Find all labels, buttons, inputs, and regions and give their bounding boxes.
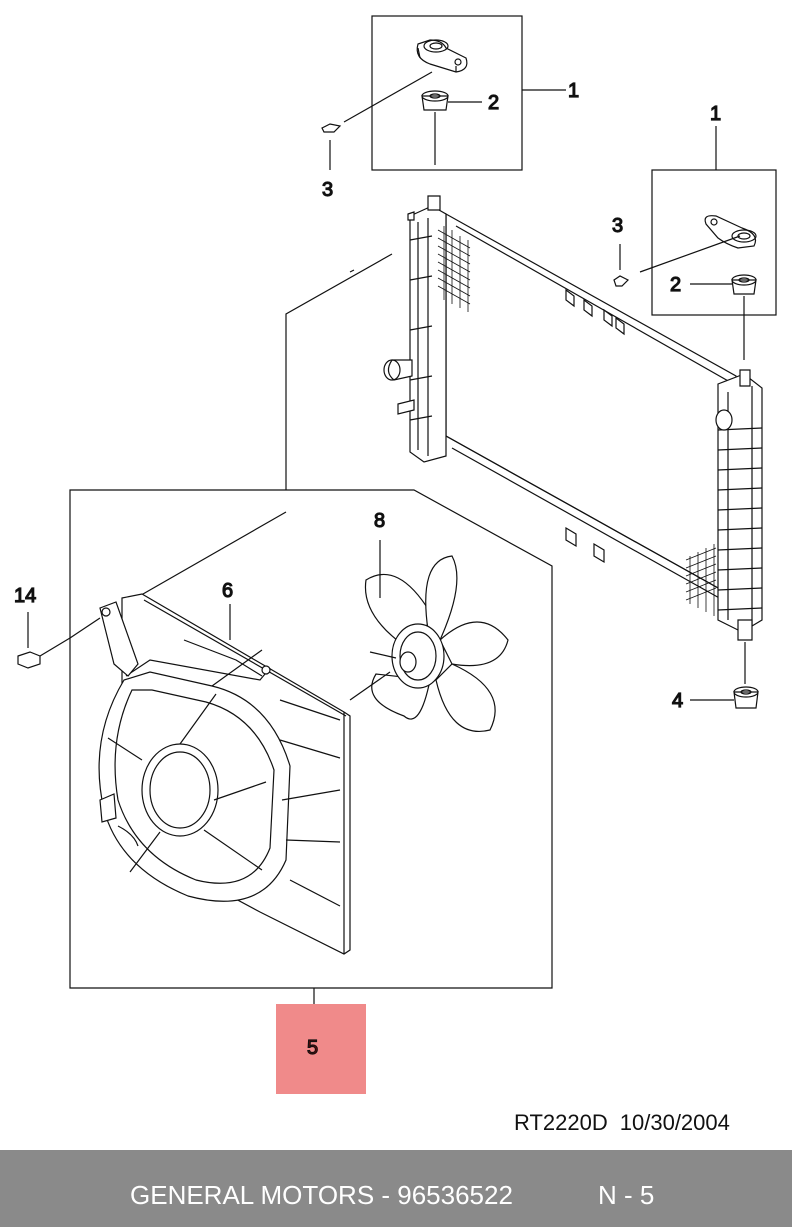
right-bolt-leader bbox=[639, 235, 741, 273]
footer-page-number: N - 5 bbox=[598, 1180, 655, 1210]
callout-top-bracket: 1 bbox=[568, 80, 579, 102]
fan-motor-leader bbox=[349, 671, 391, 701]
shroud bbox=[98, 593, 351, 955]
callout-right-insulator: 2 bbox=[670, 274, 681, 296]
callout-right-bracket: 1 bbox=[710, 103, 721, 125]
callout-right-bolt: 3 bbox=[612, 215, 623, 237]
top-bolt-leader bbox=[343, 71, 433, 123]
fan-assembly-frame bbox=[69, 253, 553, 1004]
footer-brand-part-number: GENERAL MOTORS - 96536522 bbox=[130, 1180, 513, 1210]
callout-fan-assembly[interactable]: 5 bbox=[306, 1036, 318, 1059]
radiator bbox=[383, 195, 763, 684]
sheet-code: RT2220D bbox=[514, 1110, 608, 1135]
shroud-bolt-leader bbox=[69, 617, 101, 639]
right-bolt bbox=[613, 244, 630, 287]
top-bracket-part bbox=[416, 39, 468, 73]
sheet-reference: RT2220D 10/30/2004 bbox=[514, 1110, 730, 1136]
callout-shroud: 6 bbox=[222, 580, 233, 602]
fan-blade bbox=[364, 555, 509, 732]
callout-top-insulator: 2 bbox=[488, 92, 499, 114]
callout-bottom-insulator: 4 bbox=[672, 690, 683, 712]
sheet-date: 10/30/2004 bbox=[619, 1110, 730, 1135]
bottom-insulator bbox=[690, 686, 759, 709]
top-insulator bbox=[421, 90, 482, 165]
shroud-bolt bbox=[17, 612, 71, 669]
right-bracket-box bbox=[651, 126, 777, 316]
right-insulator bbox=[690, 274, 757, 360]
right-bracket-part bbox=[704, 215, 757, 249]
callout-fan-blade: 8 bbox=[374, 510, 385, 532]
fan-assembly-highlight bbox=[276, 1004, 366, 1094]
radiator-fan-exploded-diagram: 1 2 3 1 3 2 4 6 8 14 5 bbox=[13, 15, 777, 1094]
top-bolt bbox=[321, 123, 342, 170]
footer-bar: GENERAL MOTORS - 96536522 N - 5 bbox=[0, 1150, 792, 1227]
callout-top-bolt: 3 bbox=[322, 179, 333, 201]
top-bracket-box bbox=[371, 15, 566, 171]
callout-shroud-bolt: 14 bbox=[14, 585, 36, 607]
